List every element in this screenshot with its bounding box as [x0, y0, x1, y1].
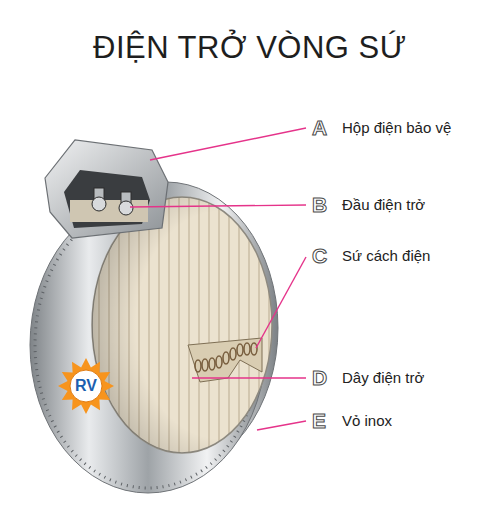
callout-letter: D: [312, 366, 327, 390]
callout-letter-wrap: C: [312, 244, 327, 268]
callout-letter: A: [312, 116, 327, 140]
part-label-wrap: Hộp điện bảo vệ: [342, 119, 451, 137]
callout-letter-wrap: A: [312, 116, 327, 140]
part-label-wrap: Sứ cách điện: [342, 247, 430, 265]
logo-text: RV: [75, 377, 97, 395]
logo-text-box: RV: [57, 357, 115, 415]
diagram-title: ĐIỆN TRỞ VÒNG SỨ: [93, 30, 407, 66]
callout-letter: E: [312, 409, 326, 433]
part-label: Sứ cách điện: [342, 247, 430, 264]
part-label: Hộp điện bảo vệ: [342, 119, 451, 136]
title-wrap: ĐIỆN TRỞ VÒNG SỨ: [93, 30, 407, 66]
part-label-wrap: Vỏ inox: [342, 412, 392, 430]
callout-letter-wrap: B: [312, 193, 327, 217]
part-label-wrap: Dây điện trở: [342, 369, 424, 387]
part-label: Đầu điện trở: [342, 196, 425, 213]
callout-letter: C: [312, 244, 327, 268]
callout-letter: B: [312, 193, 327, 217]
callout-letter-wrap: E: [312, 409, 326, 433]
logo-sun: RV: [57, 357, 115, 415]
part-label: Dây điện trở: [342, 369, 424, 386]
part-label: Vỏ inox: [342, 412, 392, 429]
callout-letter-wrap: D: [312, 366, 327, 390]
part-label-wrap: Đầu điện trở: [342, 196, 425, 214]
